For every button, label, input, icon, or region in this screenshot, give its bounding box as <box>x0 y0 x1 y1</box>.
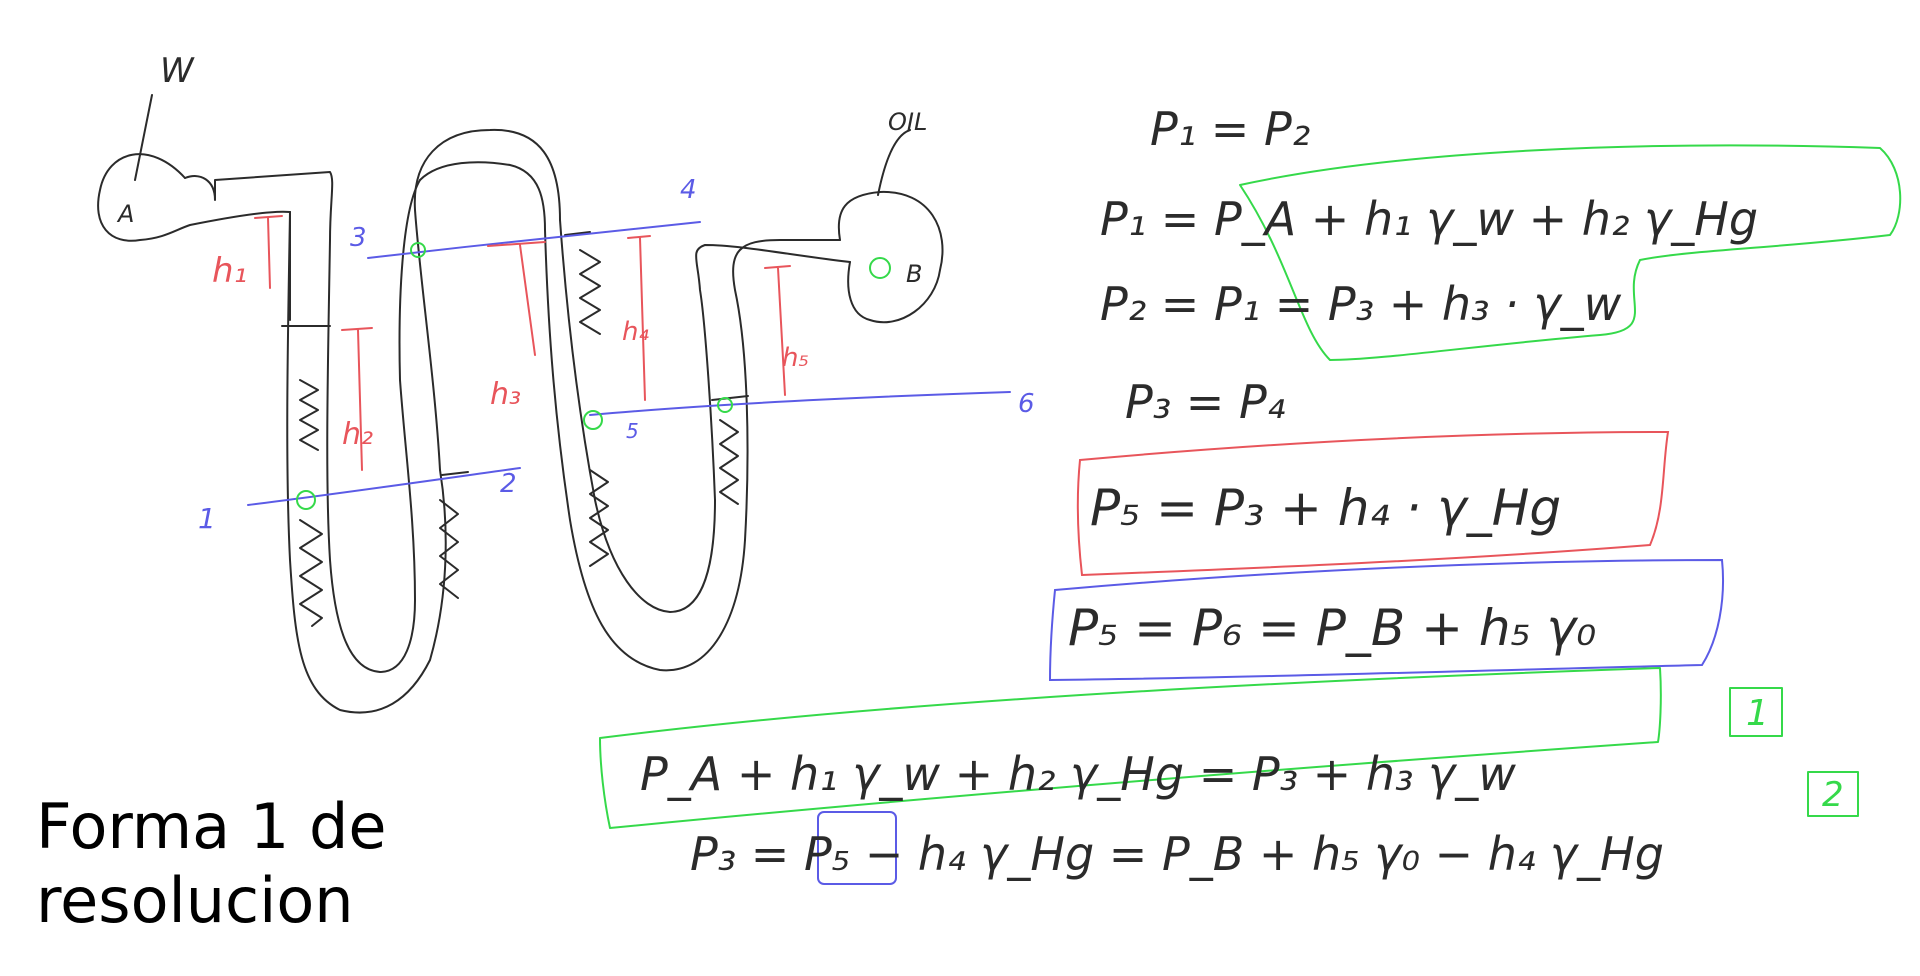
diagram-labels: W OIL A B 1 2 3 4 5 6 h₁ h₂ h₃ h₄ h₅ <box>116 51 1035 535</box>
level-1-label: 1 <box>198 502 216 535</box>
water-label: W <box>160 51 195 91</box>
green-box-2 <box>599 667 1662 829</box>
equation-tag-1: 1 <box>1746 693 1769 734</box>
height-h5-label: h₅ <box>782 343 809 373</box>
equations: P₁ = P₂ P₁ = P_A + h₁ γ_w + h₂ γ_Hg P₂ =… <box>599 102 1902 885</box>
level-2-label: 2 <box>500 469 517 499</box>
equation-p1: P₁ = P_A + h₁ γ_w + h₂ γ_Hg <box>1100 192 1758 246</box>
caption-line-1: Forma 1 de <box>36 790 387 863</box>
height-markers <box>254 215 791 471</box>
equation-combined-2: P₃ = P₅ − h₄ γ_Hg = P_B + h₅ γ₀ − h₄ γ_H… <box>690 827 1664 881</box>
equation-tag-2: 2 <box>1822 775 1844 815</box>
tube-left <box>286 211 447 714</box>
point-b-label: B <box>906 260 922 288</box>
red-box <box>1076 430 1670 577</box>
manometer-diagram <box>97 128 944 714</box>
green-box-1 <box>1239 144 1902 361</box>
equation-tag-2-box <box>1807 771 1859 817</box>
level-6-label: 6 <box>1018 389 1035 419</box>
blue-box <box>1048 558 1725 682</box>
equation-combined-1: P_A + h₁ γ_w + h₂ γ_Hg = P₃ + h₃ γ_w <box>640 747 1516 801</box>
height-h4-label: h₄ <box>622 317 649 347</box>
height-h2-label: h₂ <box>342 417 373 452</box>
equation-p3-p4: P₃ = P₄ <box>1125 375 1285 429</box>
measurement-points <box>296 242 891 510</box>
equation-p5-p6: P₅ = P₆ = P_B + h₅ γ₀ <box>1068 599 1596 657</box>
height-h3-label: h₃ <box>490 377 521 412</box>
equation-p1-p2: P₁ = P₂ <box>1150 102 1310 156</box>
tank-b <box>837 190 944 324</box>
p5-highlight-box <box>817 811 897 885</box>
oil-label: OIL <box>888 108 927 136</box>
equation-p2: P₂ = P₁ = P₃ + h₃ · γ_w <box>1100 277 1622 331</box>
caption-line-2: resolucion <box>36 864 354 937</box>
point-a-label: A <box>116 200 134 228</box>
level-4-label: 4 <box>680 175 697 205</box>
height-h1-label: h₁ <box>212 251 247 291</box>
caption: Forma 1 de resolucion <box>36 790 387 938</box>
tank-a <box>97 153 291 242</box>
equation-tag-1-box <box>1729 687 1783 737</box>
level-5-label: 5 <box>626 419 639 443</box>
equation-p5: P₅ = P₃ + h₄ · γ_Hg <box>1090 479 1561 537</box>
level-3-label: 3 <box>350 223 367 253</box>
